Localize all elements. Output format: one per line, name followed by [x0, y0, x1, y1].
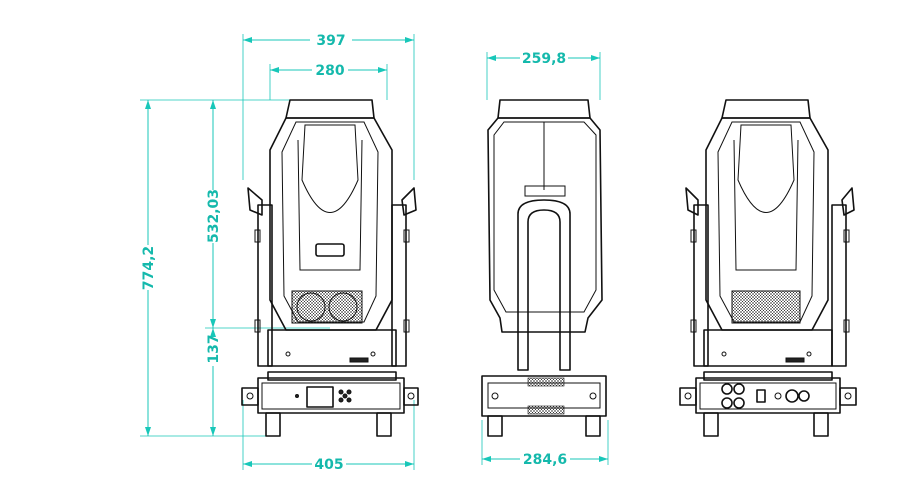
dim-head-height: 532,03 — [205, 100, 330, 329]
dim-head-width-label: 280 — [315, 63, 344, 79]
dim-overall-height-label: 774,2 — [141, 246, 157, 290]
dim-base-width-side-label: 284,6 — [523, 452, 567, 468]
dim-overall-height: 774,2 — [140, 99, 290, 437]
side-view — [481, 99, 607, 437]
rear-view — [679, 99, 857, 437]
dim-base-width-side: 284,6 — [481, 420, 609, 468]
dim-head-height-label: 532,03 — [206, 189, 222, 243]
dim-overall-width: 397 — [242, 33, 415, 180]
dim-side-depth: 259,8 — [486, 51, 601, 100]
dim-base-width-front-label: 405 — [314, 457, 343, 473]
front-view — [241, 99, 419, 437]
dim-side-depth-label: 259,8 — [522, 51, 566, 67]
dim-overall-width-label: 397 — [316, 33, 345, 49]
dim-base-height-label: 137 — [206, 334, 222, 363]
dimension-annotations: 397 280 259,8 — [140, 33, 609, 473]
dim-head-width: 280 — [269, 63, 388, 100]
dim-base-height: 137 — [206, 328, 222, 436]
dim-base-width-front: 405 — [242, 400, 415, 473]
